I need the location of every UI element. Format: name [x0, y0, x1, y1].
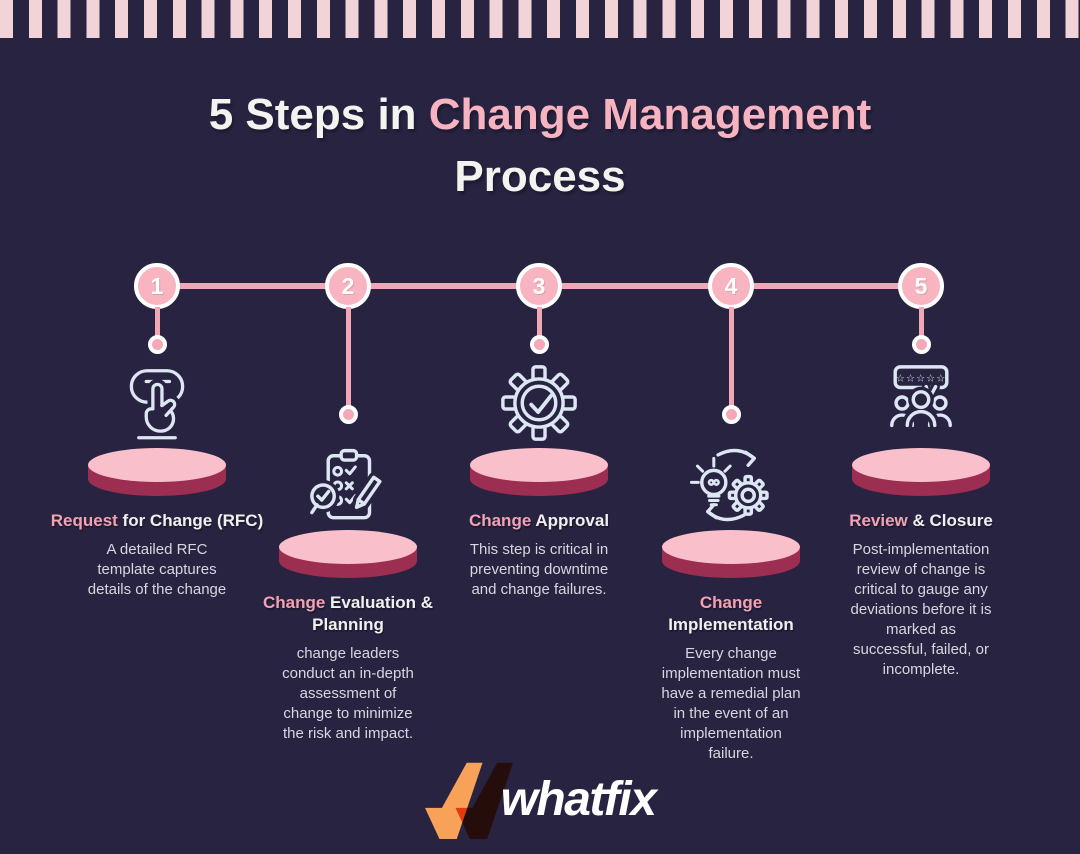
- step-title: Review & Closure: [806, 510, 1036, 532]
- step-title-segment: & Closure: [907, 511, 993, 530]
- bulb-gear-cycle-icon: [689, 448, 769, 522]
- step-title-segment: Change: [262, 593, 326, 612]
- step-description: Every change implementation must have a …: [661, 645, 801, 762]
- podium: [88, 448, 226, 496]
- timeline-stem: [345, 307, 351, 409]
- step-description: change leaders conduct an in-depth asses…: [282, 645, 414, 742]
- whatfix-logo: whatfix: [0, 756, 1080, 840]
- page-title-line1: 5 Steps in Change Management: [0, 84, 1080, 146]
- step-column: Change Evaluation & Planning change leade…: [233, 440, 463, 744]
- podium-top-surface: [662, 530, 800, 564]
- page-title-line2: Process: [0, 146, 1080, 208]
- step-icon-box: ☆☆☆☆☆: [806, 358, 1036, 446]
- step-title: Change Approval: [424, 510, 654, 532]
- podium-top-surface: [279, 530, 417, 564]
- timeline-stem: [536, 307, 542, 339]
- page-title: 5 Steps in Change Management Process: [0, 84, 1080, 208]
- timeline-dot: [529, 335, 549, 354]
- title-text-white: 5 Steps in: [208, 90, 429, 139]
- step-title-segment: Request: [50, 511, 118, 530]
- step-title: Request for Change (RFC): [42, 510, 272, 532]
- clipboard-evaluation-icon: [305, 448, 391, 520]
- title-text-pink: Change Management: [428, 90, 872, 139]
- title-text-line2: Process: [454, 152, 626, 201]
- step-description: Post-implementation review of change is …: [850, 541, 992, 678]
- step-title-segment: Approval: [531, 511, 610, 530]
- step-title-segment: Evaluation & Planning: [312, 593, 434, 634]
- step-title-segment: Change: [699, 593, 763, 612]
- gear-check-icon: [501, 365, 577, 441]
- podium: [852, 448, 990, 496]
- svg-text:☆☆☆☆☆: ☆☆☆☆☆: [896, 373, 947, 385]
- step-title-segment: Implementation: [668, 615, 794, 634]
- step-title-segment: Change: [468, 511, 532, 530]
- step-column: Request for Change (RFC) A detailed RFC t…: [42, 358, 272, 600]
- step-title-segment: for Change (RFC): [117, 511, 264, 530]
- podium-top-surface: [852, 448, 990, 482]
- step-title-segment: Review: [849, 511, 908, 530]
- timeline-dot: [338, 405, 358, 424]
- step-icon-box: [616, 440, 846, 528]
- brand-wordmark: whatfix: [500, 773, 657, 826]
- step-number-circle: 4: [708, 263, 754, 309]
- step-number-circle: 1: [134, 263, 180, 309]
- podium: [279, 530, 417, 578]
- timeline-stem: [154, 307, 160, 339]
- podium: [662, 530, 800, 578]
- timeline-dot: [721, 405, 741, 424]
- podium: [470, 448, 608, 496]
- step-number-circle: 2: [325, 263, 371, 309]
- timeline-dot: [911, 335, 931, 354]
- people-review-icon: ☆☆☆☆☆: [890, 365, 952, 446]
- step-description: This step is critical in preventing down…: [469, 541, 609, 598]
- step-number-circle: 3: [516, 263, 562, 309]
- step-icon-box: [42, 358, 272, 446]
- step-number-circle: 5: [898, 263, 944, 309]
- timeline-stem: [918, 307, 924, 339]
- top-stripe-border: [0, 0, 1080, 38]
- step-icon-box: [233, 440, 463, 528]
- step-description: A detailed RFC template captures details…: [87, 541, 227, 598]
- whatfix-logo-icon: [424, 762, 513, 840]
- step-title: Change Evaluation & Planning: [233, 592, 463, 636]
- podium-top-surface: [470, 448, 608, 482]
- step-title: Change Implementation: [616, 592, 846, 636]
- hand-press-icon: [129, 369, 185, 440]
- step-icon-box: [424, 358, 654, 446]
- podium-top-surface: [88, 448, 226, 482]
- timeline-stem: [728, 307, 734, 409]
- timeline-dot: [147, 335, 167, 354]
